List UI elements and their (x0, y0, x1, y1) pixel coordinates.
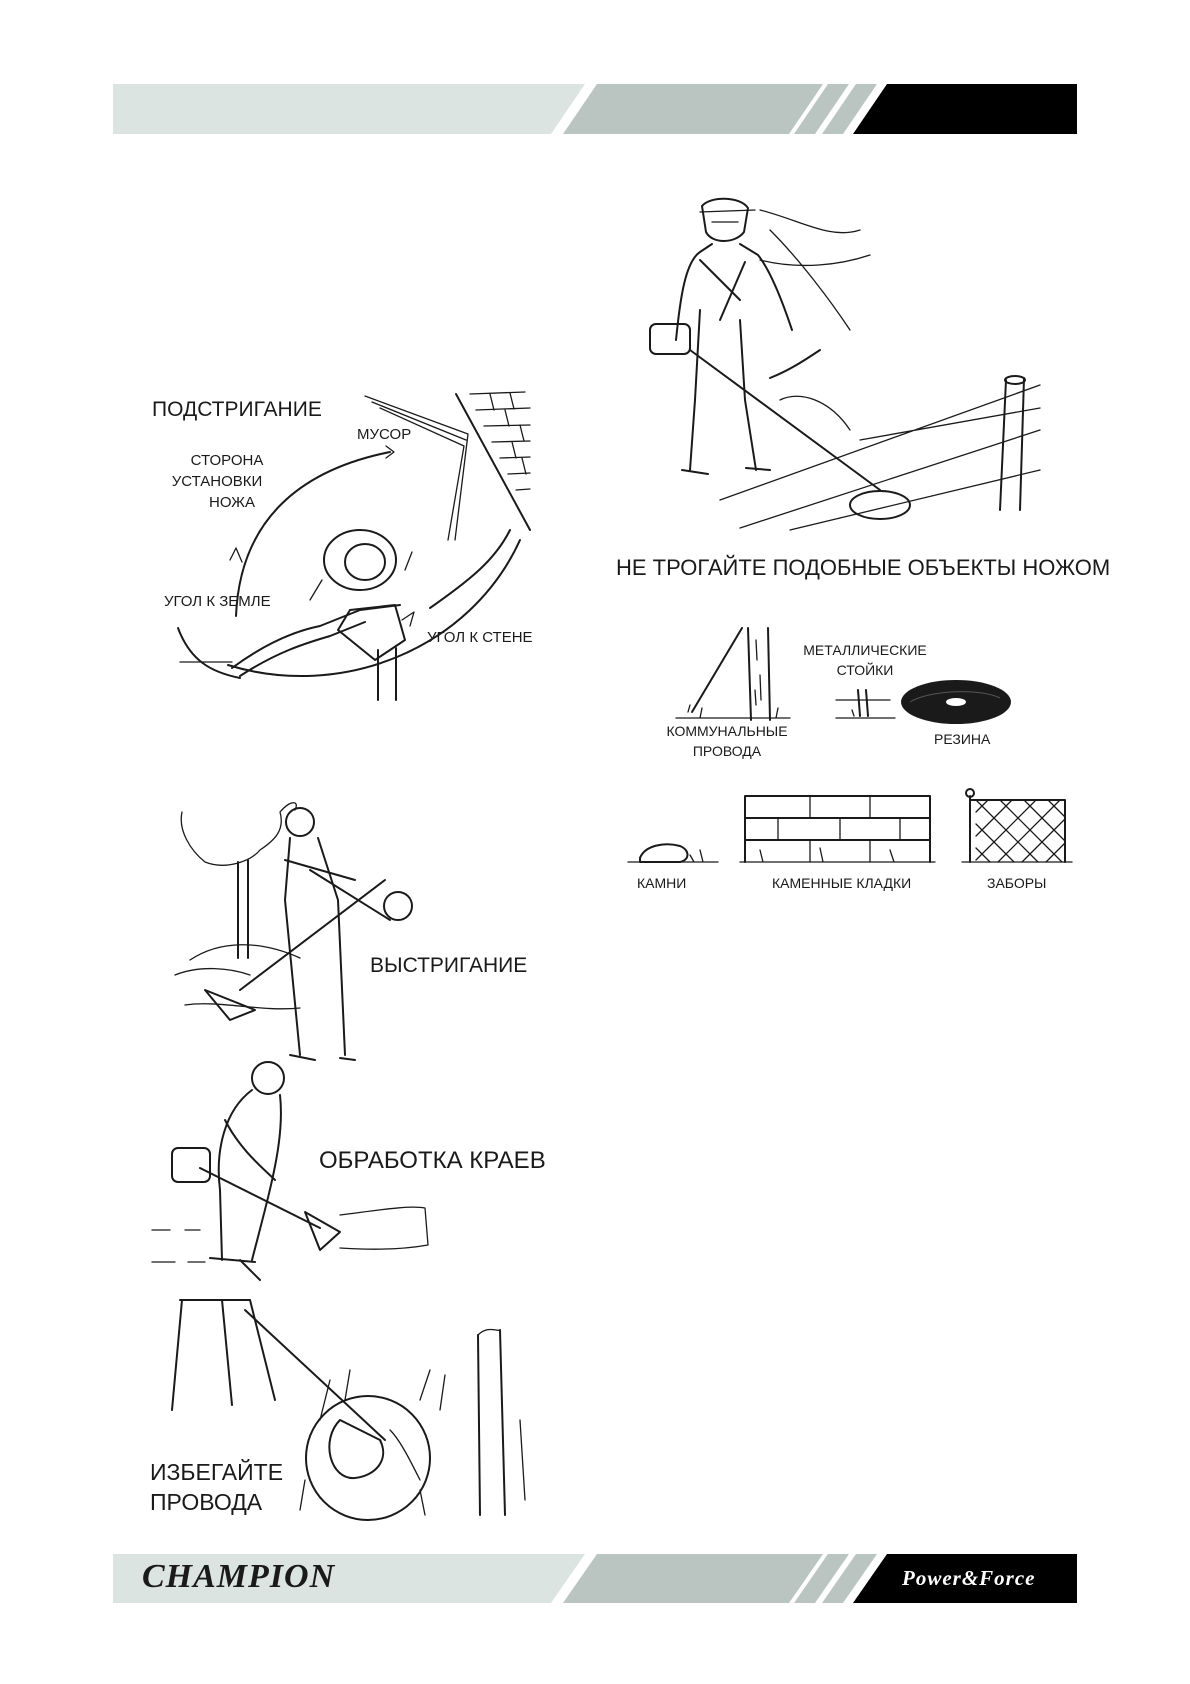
utility-wires-line-2: ПРОВОДА (692, 743, 762, 759)
warning-title: НЕ ТРОГАЙТЕ ПОДОБНЫЕ ОБЪЕКТЫ НОЖОМ (616, 555, 1111, 580)
blade-side-line-1: СТОРОНА (190, 452, 264, 469)
avoid-wires-line-2: ПРОВОДА (150, 1489, 263, 1515)
stones-icon (627, 843, 719, 863)
masonry-wall-icon (739, 795, 936, 863)
metal-post-icon (835, 689, 896, 719)
wall-angle-label: УГОЛ К СТЕНЕ (427, 629, 533, 646)
rubber-disc-icon (901, 680, 1011, 724)
ground-angle-label: УГОЛ К ЗЕМЛЕ (164, 593, 271, 610)
utility-wires-line-1: КОММУНАЛЬНЫЕ (666, 723, 788, 739)
scalping-title: ВЫСТРИГАНИЕ (370, 954, 528, 977)
avoid-wires-line-1: ИЗБЕГАЙТЕ (150, 1459, 284, 1485)
blade-side-line-2: УСТАНОВКИ (171, 473, 263, 490)
chain-link-fence-icon (961, 788, 1073, 863)
champion-logo: CHAMPION (142, 1558, 336, 1595)
edging-title: ОБРАБОТКА КРАЕВ (319, 1147, 546, 1174)
fences-label: ЗАБОРЫ (987, 875, 1047, 891)
blade-side-line-3: НОЖА (208, 494, 256, 511)
masonry-label: КАМЕННЫЕ КЛАДКИ (772, 875, 912, 891)
debris-label: МУСОР (357, 426, 412, 443)
metal-posts-line-2: СТОЙКИ (836, 662, 894, 678)
rubber-label: РЕЗИНА (934, 731, 991, 747)
trimming-title: ПОДСТРИГАНИЕ (152, 398, 322, 421)
utility-wire-icon (675, 627, 791, 721)
stones-label: КАМНИ (637, 875, 687, 891)
metal-posts-line-1: МЕТАЛЛИЧЕСКИЕ (803, 642, 927, 658)
power-force-logo: Power&Force (902, 1566, 1036, 1590)
